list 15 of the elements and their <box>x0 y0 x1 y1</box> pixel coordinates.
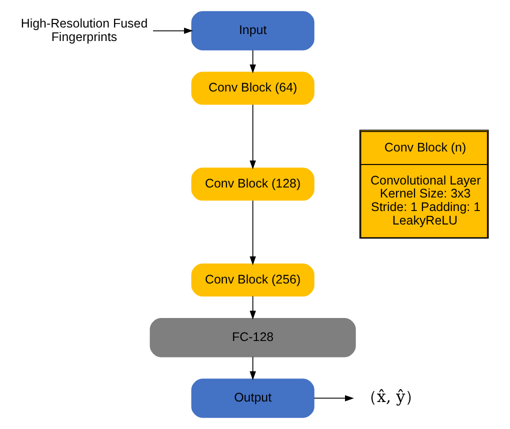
node-box: Conv Block (128) <box>190 168 314 201</box>
node-text: High-Resolution Fused Fingerprints <box>20 16 148 44</box>
arrow <box>249 296 256 320</box>
arrow <box>249 356 256 380</box>
node-text: （x̂, ŷ） <box>360 387 421 406</box>
arrow <box>152 28 192 34</box>
node-box: Conv Block (64) <box>190 72 314 105</box>
node-box: Conv Block (256) <box>190 264 314 297</box>
node-box: FC-128 <box>149 318 356 358</box>
node-box: Input <box>190 11 314 50</box>
arrow <box>249 104 256 170</box>
arrow <box>249 200 256 266</box>
arrow <box>313 395 354 402</box>
arrow <box>249 50 256 74</box>
node-box: Output <box>190 378 314 418</box>
